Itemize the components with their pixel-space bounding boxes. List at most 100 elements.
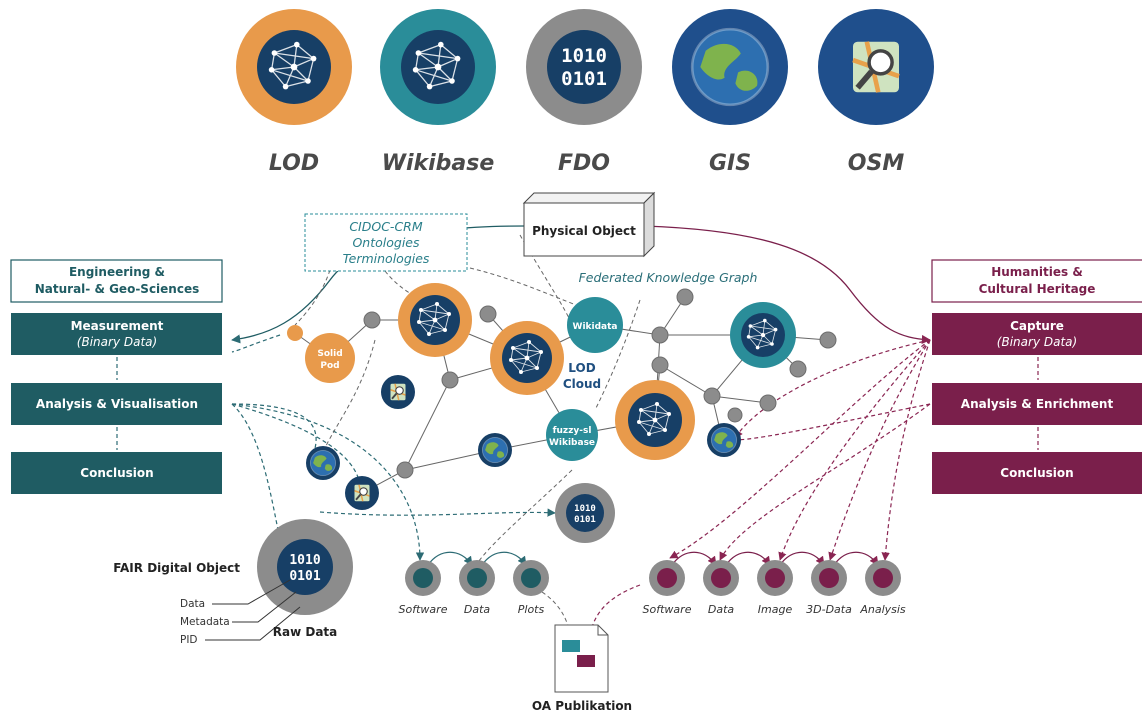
fdo-bin-line2: 0101: [561, 68, 607, 90]
output-software-left[interactable]: [405, 560, 441, 596]
fdo-node-bin2: 0101: [574, 515, 596, 525]
analysis-enrichment-box[interactable]: Analysis & Enrichment: [932, 383, 1142, 425]
raw-data-label: Raw Data: [273, 625, 338, 639]
graph-node: [759, 394, 777, 412]
cidoc-line2: Ontologies: [352, 235, 420, 250]
fair-core: [277, 539, 333, 595]
graph-node: [651, 326, 669, 344]
right-heading-box: [931, 259, 1142, 303]
output-analysis-right[interactable]: [865, 560, 901, 596]
federated-knowledge-graph-label: Federated Knowledge Graph: [579, 270, 758, 285]
output-label: Analysis: [859, 603, 906, 616]
fuzzy-line2: Wikibase: [549, 438, 595, 448]
fdo-bin-line1: 1010: [561, 45, 607, 67]
graph-node: [651, 356, 669, 374]
lod-cloud-line1: LOD: [568, 361, 595, 375]
output-label: Software: [643, 603, 692, 616]
right-heading-line1: Humanities &: [991, 265, 1083, 279]
capture-label: Capture: [1010, 319, 1064, 333]
graph-node: [441, 371, 459, 389]
measurement-sub: (Binary Data): [77, 335, 157, 349]
label-osm: OSM: [848, 151, 905, 176]
fair-data: Data: [180, 598, 205, 610]
fuzzy-line1: fuzzy-sl: [553, 426, 592, 436]
doc-teal-figure: [562, 640, 580, 652]
output-data-right[interactable]: [703, 560, 739, 596]
output-label: 3D-Data: [806, 603, 852, 616]
capture-sub: (Binary Data): [997, 335, 1077, 349]
fdo-binary-icon: 1010 0101: [526, 9, 642, 125]
graph-node: [479, 305, 497, 323]
lod-node: [490, 321, 564, 395]
fair-bin2: 0101: [289, 569, 320, 584]
fdo-node-bin1: 1010: [574, 504, 596, 514]
gis-globe-icon: [672, 9, 788, 125]
left-conclusion-label: Conclusion: [80, 466, 153, 480]
fair-pid: PID: [180, 634, 198, 646]
capture-box[interactable]: Capture (Binary Data): [932, 313, 1142, 355]
label-fdo: FDO: [558, 151, 610, 176]
graph-node: [396, 461, 414, 479]
solid-pod-line2: Pod: [320, 361, 339, 371]
globe-node: [306, 446, 340, 480]
output-data-left[interactable]: [459, 560, 495, 596]
top-icon-row: 1010 0101 LOD Wikibase FDO GIS OSM: [236, 9, 934, 176]
wikidata-label: Wikidata: [573, 322, 618, 332]
output-label: Data: [708, 603, 735, 616]
graph-node: [727, 407, 743, 423]
graph-node-orange: [287, 325, 303, 341]
map-node: [381, 375, 415, 409]
oa-publication[interactable]: OA Publikation: [532, 624, 632, 713]
measurement-box[interactable]: Measurement (Binary Data): [11, 313, 222, 355]
graph-node: [363, 311, 381, 329]
output-label: Plots: [518, 603, 545, 616]
osm-map-icon: [818, 9, 934, 125]
fair-title: FAIR Digital Object: [113, 561, 240, 575]
measurement-label: Measurement: [71, 319, 164, 333]
lod-node: [398, 283, 472, 357]
cidoc-line1: CIDOC-CRM: [349, 219, 423, 234]
left-heading-box: [10, 259, 223, 303]
lod-icon: [236, 9, 352, 125]
lod-cloud-line2: Cloud: [563, 377, 601, 391]
left-heading-line2: Natural- & Geo-Sciences: [35, 282, 200, 296]
output-label: Data: [464, 603, 491, 616]
output-plots-left[interactable]: [513, 560, 549, 596]
physical-object-label: Physical Object: [532, 224, 636, 238]
map-node: [345, 476, 379, 510]
output-3d-data-right[interactable]: [811, 560, 847, 596]
globe-node: [707, 423, 741, 457]
fuzzy-sl-wikibase-node: fuzzy-sl Wikibase: [546, 409, 598, 461]
right-conclusion-box[interactable]: Conclusion: [932, 452, 1142, 494]
fair-digital-object: 1010 0101 FAIR Digital Object Data Metad…: [113, 519, 353, 646]
output-image-right[interactable]: [757, 560, 793, 596]
label-lod: LOD: [269, 151, 319, 176]
lod-node: [615, 380, 695, 460]
output-label: Software: [399, 603, 448, 616]
wikibase-icon: [380, 9, 496, 125]
left-output-nodes: Software Data Plots: [399, 560, 549, 616]
right-output-nodes: Software Data Image 3D-Data Analysis: [643, 560, 906, 616]
solid-pod-line1: Solid: [317, 349, 342, 359]
left-panel: Engineering & Natural- & Geo-Sciences Me…: [10, 259, 223, 494]
analysis-visualisation-label: Analysis & Visualisation: [36, 397, 198, 411]
right-heading-line2: Cultural Heritage: [979, 282, 1096, 296]
fdo-node: 1010 0101: [555, 483, 615, 543]
graph-node: [789, 360, 807, 378]
cidoc-box: CIDOC-CRM Ontologies Terminologies: [304, 213, 468, 272]
fair-bin1: 1010: [289, 553, 320, 568]
cidoc-line3: Terminologies: [343, 251, 430, 266]
graph-node: [676, 288, 694, 306]
analysis-visualisation-box[interactable]: Analysis & Visualisation: [11, 383, 222, 425]
knowledge-graph: Solid Pod Wikidata fuzzy-sl: [287, 283, 837, 543]
wikibase-node: [730, 302, 796, 368]
output-software-right[interactable]: [649, 560, 685, 596]
left-conclusion-box[interactable]: Conclusion: [11, 452, 222, 494]
doc-plum-figure: [577, 655, 595, 667]
graph-node: [819, 331, 837, 349]
oa-publication-label: OA Publikation: [532, 699, 632, 713]
right-conclusion-label: Conclusion: [1000, 466, 1073, 480]
wikidata-node: Wikidata: [567, 297, 623, 353]
graph-node: [703, 387, 721, 405]
